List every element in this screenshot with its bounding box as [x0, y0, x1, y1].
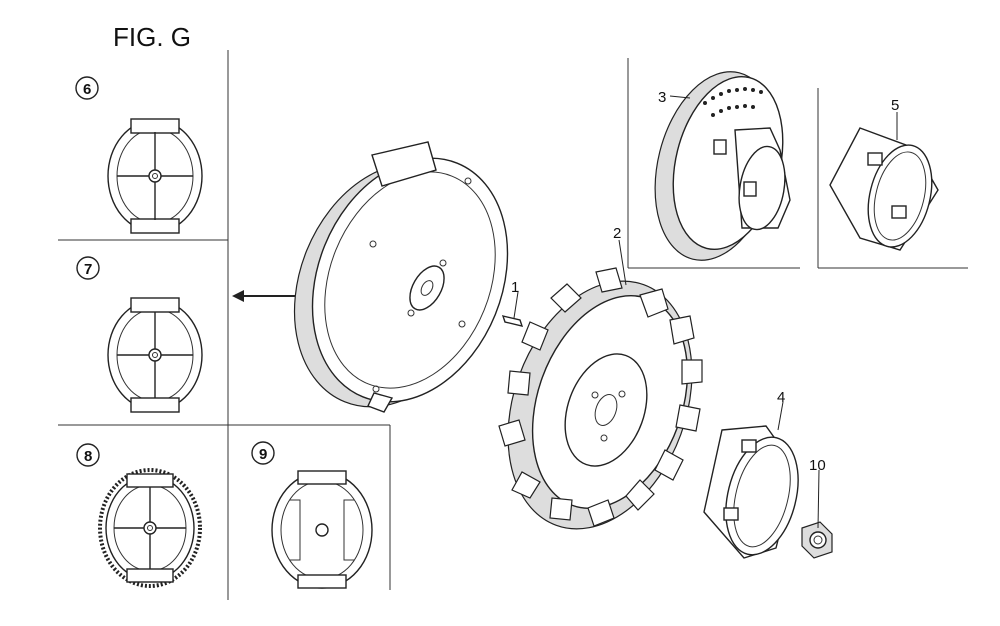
- woodruff-key[interactable]: [501, 315, 524, 327]
- callout-labels: 1 2 3 4 5 6 7 8 9 10: [83, 81, 899, 474]
- callout-1: 1: [511, 279, 519, 296]
- starter-cup-sleeve[interactable]: [829, 127, 942, 254]
- figure-title: FIG. G: [113, 22, 191, 52]
- fan-variant-9[interactable]: [251, 441, 373, 589]
- callout-6: 6: [83, 81, 91, 98]
- variant-panel-frames: [58, 50, 968, 600]
- callout-3: 3: [658, 89, 666, 106]
- callout-7: 7: [84, 261, 92, 278]
- callout-2: 2: [613, 225, 621, 242]
- callout-4: 4: [777, 389, 785, 406]
- callout-9: 9: [259, 446, 267, 463]
- fan-variant-6[interactable]: [75, 76, 203, 234]
- fan-variant-8-toothed[interactable]: [76, 443, 202, 588]
- leader-lines: [513, 95, 898, 529]
- callout-8: 8: [84, 448, 92, 465]
- reference-arrow: [232, 290, 296, 302]
- callout-10: 10: [809, 457, 826, 474]
- flywheel[interactable]: [475, 255, 724, 554]
- fan-variant-7[interactable]: [76, 256, 203, 413]
- flange-nut[interactable]: [801, 521, 833, 559]
- starter-pulley[interactable]: [636, 59, 799, 273]
- callout-5: 5: [891, 97, 899, 114]
- cooling-fan-disk[interactable]: [259, 129, 542, 437]
- starter-cup[interactable]: [703, 425, 810, 562]
